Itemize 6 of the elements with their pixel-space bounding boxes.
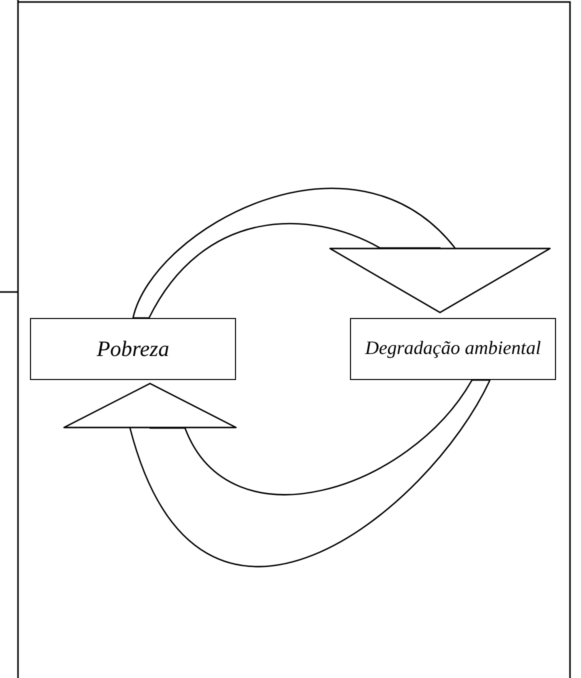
curved-arrow [132,188,551,319]
node-label: Degradação ambiental [365,338,541,360]
curved-arrow [63,379,491,566]
process-box [30,318,236,380]
node-label: Pobreza [96,336,170,362]
process-box [350,318,556,380]
